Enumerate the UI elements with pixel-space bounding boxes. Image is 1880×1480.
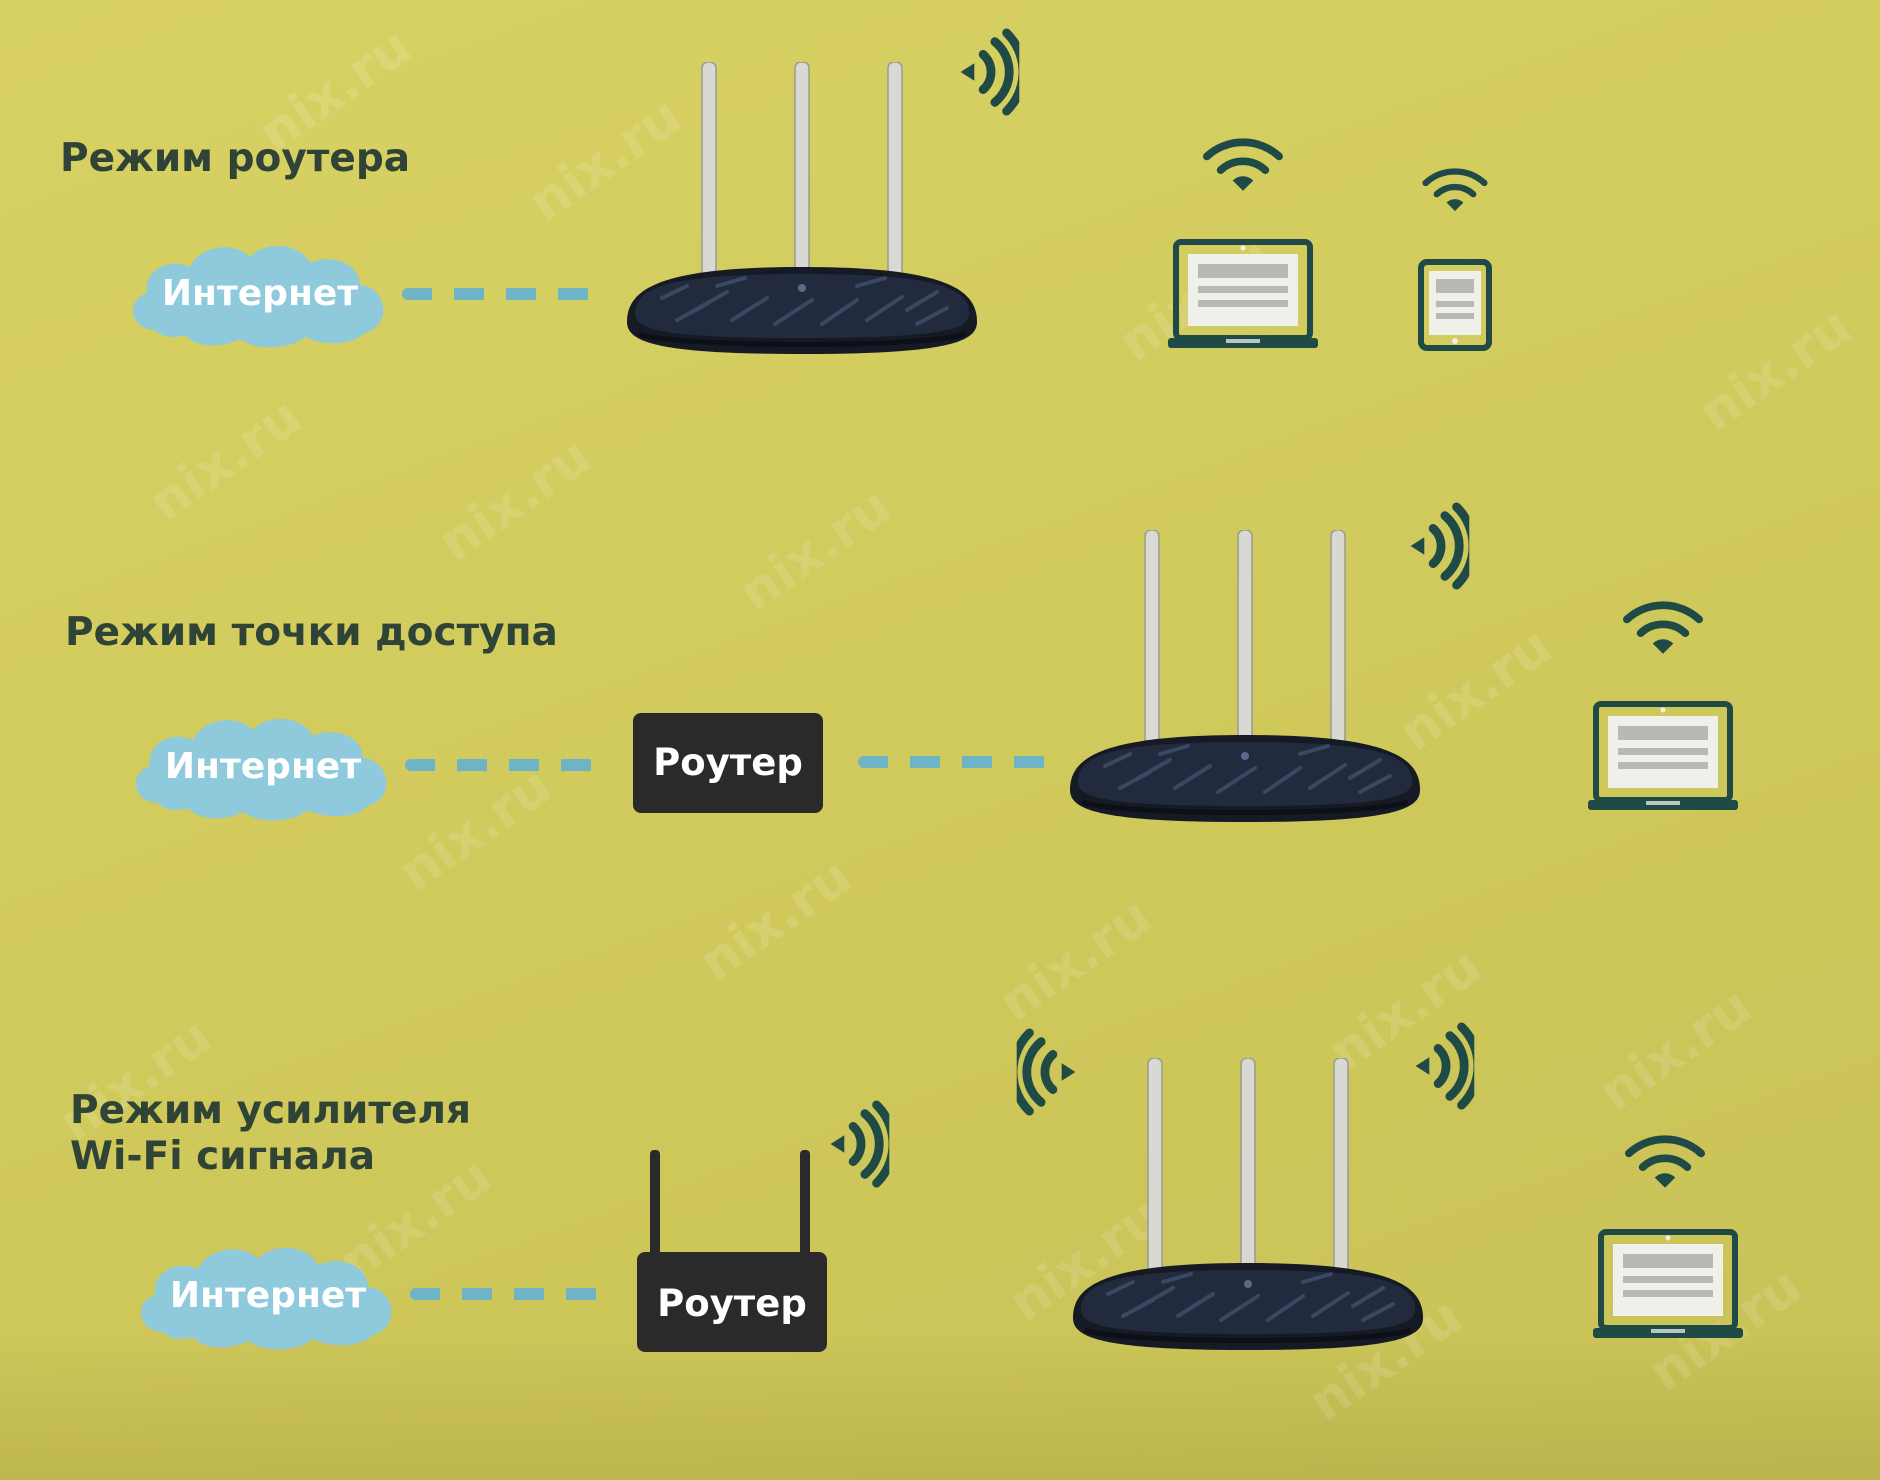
internet-cloud: Интернет: [133, 1237, 403, 1357]
wifi-router-icon: [1055, 530, 1435, 830]
router-box: Роутер: [633, 713, 823, 813]
router-box: Роутер: [637, 1252, 827, 1352]
wifi-signal-icon: [1622, 1132, 1708, 1192]
laptop-icon: [1593, 1228, 1743, 1343]
watermark: nix.ru: [388, 756, 563, 904]
laptop-icon: [1588, 700, 1738, 815]
radio-waves-icon: [825, 1100, 891, 1188]
watermark: nix.ru: [688, 846, 863, 994]
watermark: nix.ru: [988, 886, 1163, 1034]
wifi-router-icon: [612, 62, 992, 362]
radio-waves-icon: [955, 28, 1021, 116]
router-mode-title: Режим роутера: [60, 136, 411, 181]
watermark: nix.ru: [428, 426, 603, 574]
watermark: nix.ru: [138, 386, 313, 534]
router-antenna: [650, 1150, 660, 1260]
bottom-shadow: [0, 1330, 1880, 1480]
wired-connection: [402, 288, 592, 300]
tablet-icon: [1418, 258, 1492, 352]
router-antenna: [800, 1150, 810, 1260]
laptop-icon: [1168, 238, 1318, 353]
watermark: nix.ru: [728, 476, 903, 624]
extender-mode-title: Режим усилителя Wi-Fi сигнала: [70, 1088, 472, 1179]
wifi-signal-icon: [1620, 598, 1706, 658]
wifi-router-icon: [1058, 1058, 1438, 1358]
radio-waves-icon: [1405, 502, 1471, 590]
access-point-mode-title: Режим точки доступа: [65, 610, 558, 655]
watermark: nix.ru: [1588, 976, 1763, 1124]
internet-cloud: Интернет: [125, 235, 395, 355]
internet-cloud: Интернет: [128, 708, 398, 828]
watermark: nix.ru: [1688, 296, 1863, 444]
internet-label: Интернет: [161, 273, 359, 314]
radio-waves-icon: [1410, 1022, 1476, 1110]
wired-connection: [405, 759, 595, 771]
wired-connection: [410, 1288, 600, 1300]
wired-connection: [858, 756, 1048, 768]
wifi-signal-icon: [1420, 165, 1490, 215]
internet-label: Интернет: [164, 746, 362, 787]
internet-label: Интернет: [169, 1275, 367, 1316]
wifi-signal-icon: [1200, 135, 1286, 195]
